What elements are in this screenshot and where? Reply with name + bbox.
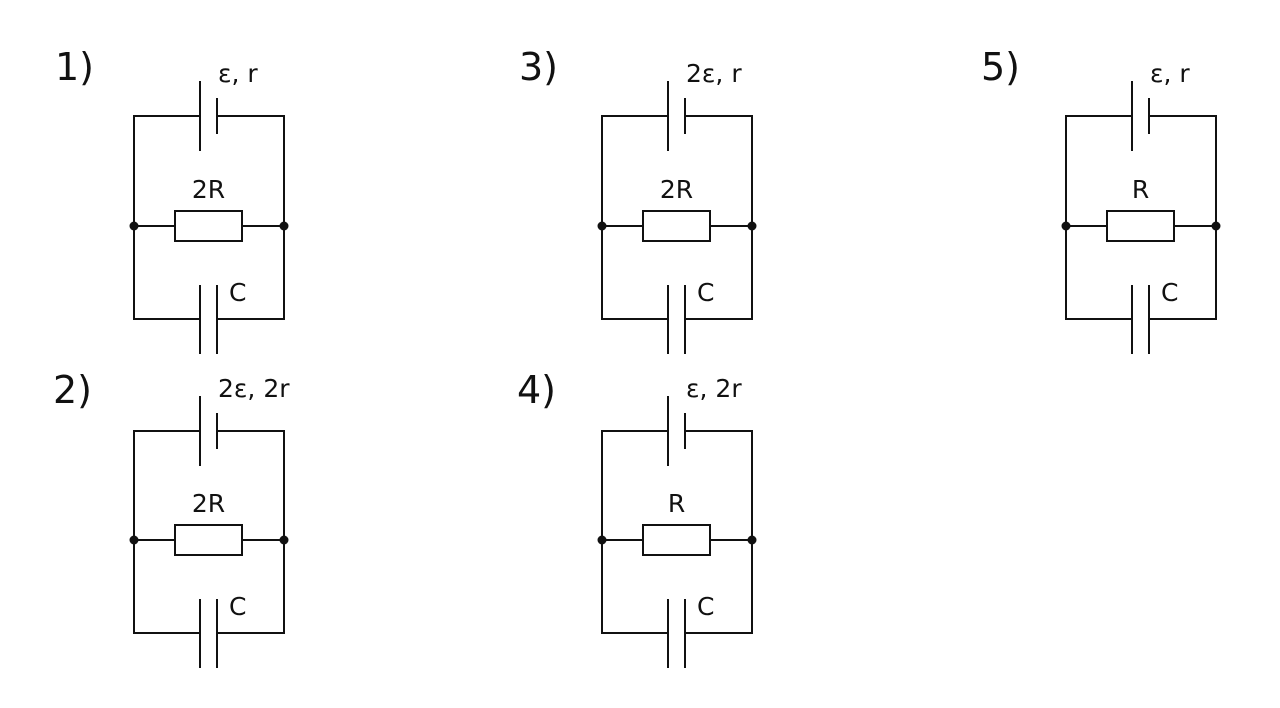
battery-label: 2ε, r xyxy=(686,59,742,88)
resistor xyxy=(174,524,243,556)
junction-node-left xyxy=(597,221,607,231)
capacitor-label: C xyxy=(697,592,714,621)
junction-node-left xyxy=(1061,221,1071,231)
circuit-1: 1) ε, r 2R C xyxy=(55,45,289,354)
resistor-label: 2R xyxy=(192,175,225,204)
resistor xyxy=(642,524,711,556)
junction-node-right xyxy=(747,535,757,545)
resistor xyxy=(174,210,243,242)
battery-label: ε, r xyxy=(1150,59,1190,88)
resistor-label: 2R xyxy=(192,489,225,518)
resistor-label: R xyxy=(1132,175,1149,204)
circuit-number-label: 1) xyxy=(55,45,94,89)
capacitor-label: C xyxy=(1161,278,1178,307)
junction-node-left xyxy=(129,535,139,545)
junction-node-right xyxy=(279,535,289,545)
circuit-number-label: 4) xyxy=(517,368,556,412)
junction-node-right xyxy=(1211,221,1221,231)
resistor-label: 2R xyxy=(660,175,693,204)
junction-node-left xyxy=(597,535,607,545)
circuit-number-label: 5) xyxy=(981,45,1020,89)
battery-label: ε, r xyxy=(218,59,258,88)
capacitor-label: C xyxy=(229,592,246,621)
junction-node-left xyxy=(129,221,139,231)
circuit-number-label: 3) xyxy=(519,45,558,89)
capacitor-label: C xyxy=(697,278,714,307)
capacitor-label: C xyxy=(229,278,246,307)
resistor xyxy=(1106,210,1175,242)
junction-node-right xyxy=(279,221,289,231)
circuit-4: 4) ε, 2r R C xyxy=(517,368,757,668)
battery-label: ε, 2r xyxy=(686,374,742,403)
battery-label: 2ε, 2r xyxy=(218,374,290,403)
circuit-5: 5) ε, r R C xyxy=(981,45,1221,354)
junction-node-right xyxy=(747,221,757,231)
resistor xyxy=(642,210,711,242)
circuit-2: 2) 2ε, 2r 2R C xyxy=(53,368,290,668)
circuit-number-label: 2) xyxy=(53,368,92,412)
resistor-label: R xyxy=(668,489,685,518)
circuit-3: 3) 2ε, r 2R C xyxy=(519,45,757,354)
